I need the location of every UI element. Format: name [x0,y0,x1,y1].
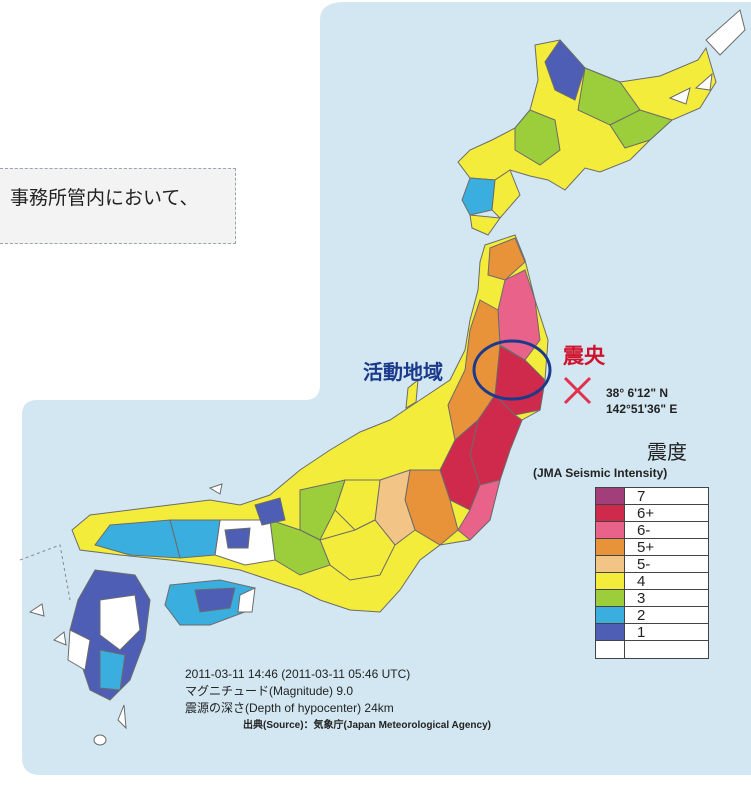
legend-row: 5+ [596,539,708,556]
quake-depth: 震源の深さ(Depth of hypocenter) 24km [185,701,394,715]
hokkaido [457,39,717,236]
legend-swatch [596,573,625,589]
epicenter-label: 震央 [563,344,605,368]
legend-swatch [596,505,625,521]
legend-title: 震度 [647,440,687,464]
sado-island [405,378,419,409]
boundary-line [19,544,71,601]
legend-swatch [596,556,625,572]
legend-row: 6- [596,522,708,539]
honshu [71,234,549,613]
quake-source: 出典(Source)：気象庁(Japan Meteorological Agen… [243,720,491,731]
legend-row: 5- [596,556,708,573]
legend-swatch [596,607,625,623]
legend-swatch [596,590,625,606]
legend-label: 6+ [637,505,655,522]
southern-islands [28,603,127,746]
epicenter-latitude: 38° 6'12" N [606,386,669,400]
activity-area-circle [472,339,552,401]
legend-swatch [596,522,625,538]
legend-label: 5- [637,556,651,573]
activity-area-label: 活動地域 [363,360,443,384]
legend-label: 7 [637,488,646,505]
shikoku [164,579,256,626]
legend-swatch [596,641,625,658]
epicenter-x-icon [563,376,592,405]
note-box: 事務所管内において、 [0,168,236,244]
legend-label: 5+ [637,539,655,556]
legend-row: 4 [596,573,708,590]
legend-swatch [596,488,625,504]
quake-magnitude: マグニチュード(Magnitude) 9.0 [185,684,354,698]
quake-info: 2011-03-11 14:46 (2011-03-11 05:46 UTC) … [185,666,491,734]
legend-row: 2 [596,607,708,624]
legend-row: 1 [596,624,708,641]
legend-swatch [596,624,625,640]
legend-label: 6- [637,522,651,539]
legend-label: 4 [637,573,646,590]
legend-label [625,641,637,658]
legend-row: 7 [596,488,708,505]
quake-datetime: 2011-03-11 14:46 (2011-03-11 05:46 UTC) [185,667,411,681]
kyushu [67,569,151,701]
legend-label: 2 [637,607,646,624]
epicenter-longitude: 142°51'36" E [606,402,678,416]
legend-row: 6+ [596,505,708,522]
oki-island [208,483,223,495]
note-text: 事務所管内において、 [10,187,199,209]
legend-row: 3 [596,590,708,607]
legend-row [596,641,708,658]
legend-label: 1 [637,624,646,641]
northern-islands [668,9,746,105]
legend-label: 3 [637,590,646,607]
legend-subtitle: (JMA Seismic Intensity) [533,466,668,480]
legend-swatch [596,539,625,555]
